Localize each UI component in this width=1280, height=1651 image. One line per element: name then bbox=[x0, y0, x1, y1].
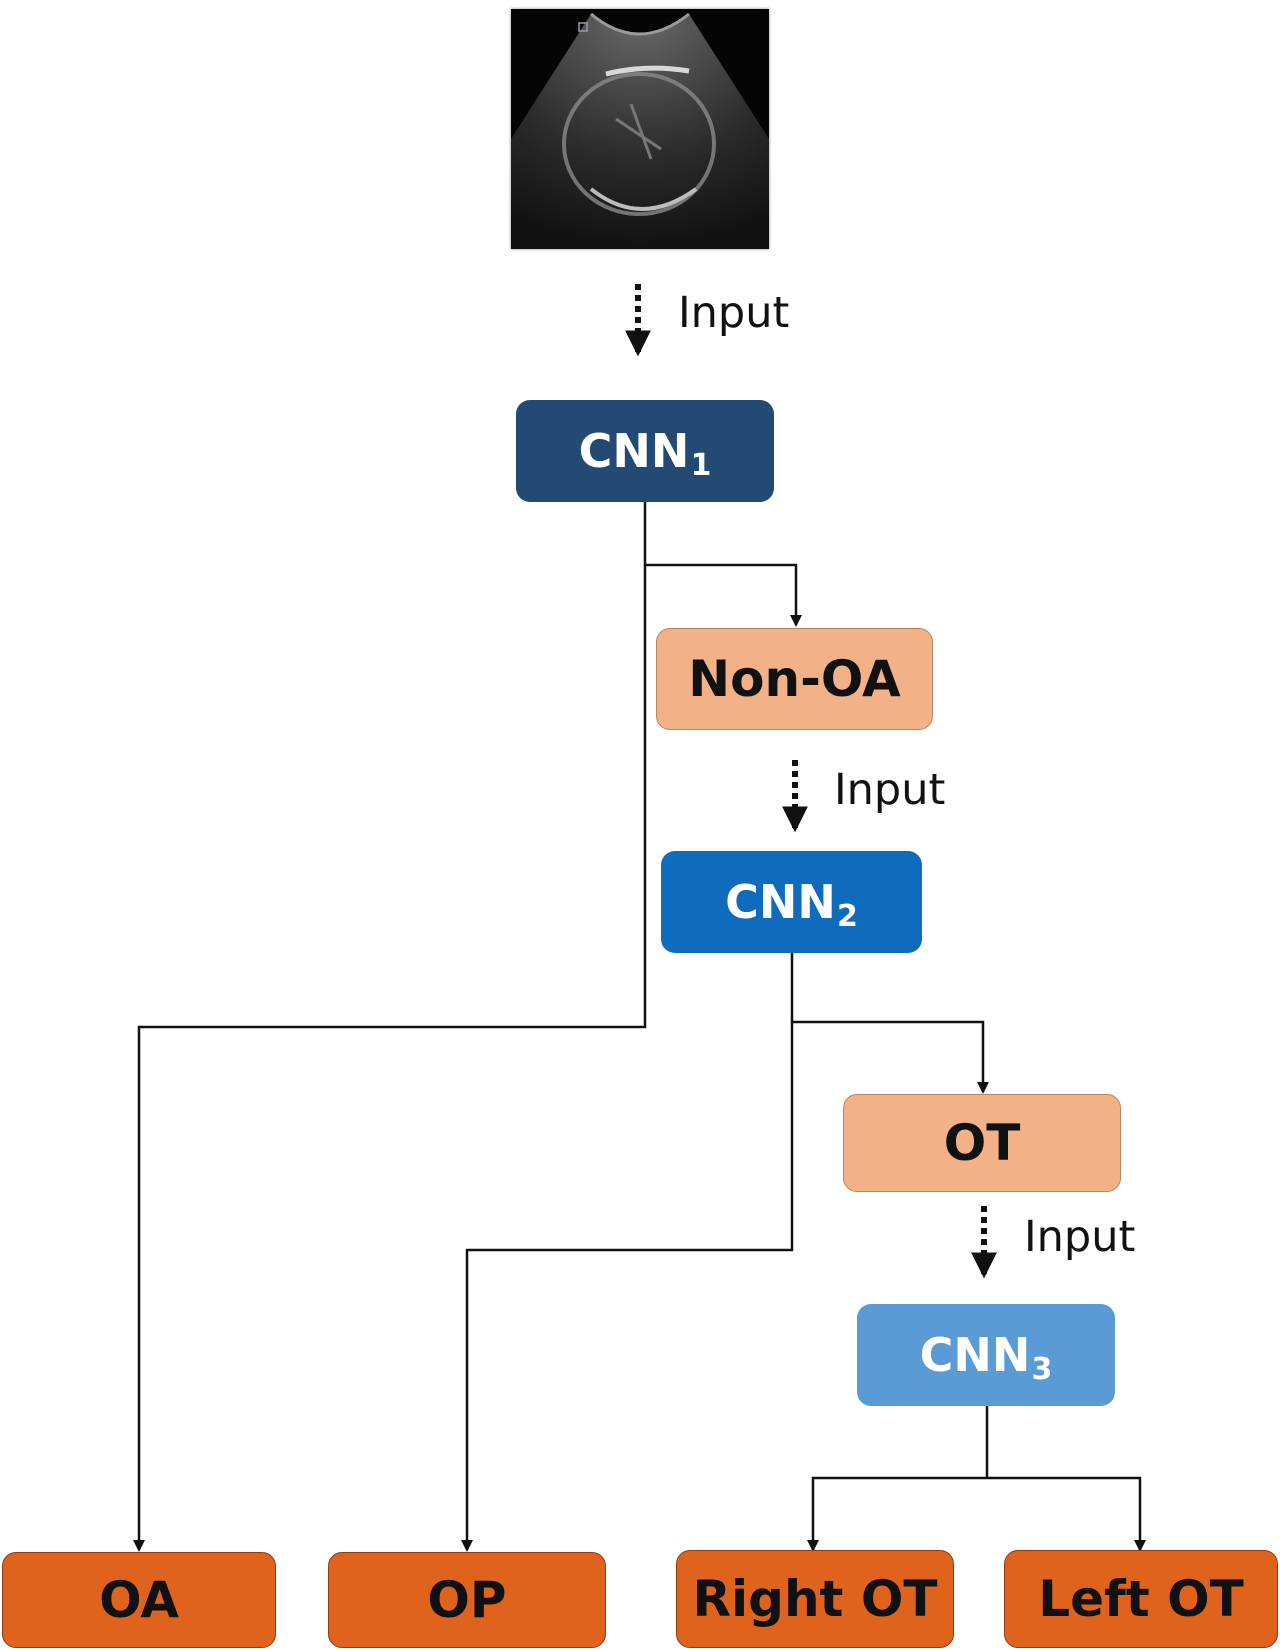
oa-output-node: OA bbox=[2, 1552, 276, 1648]
edge-cnn2-ot bbox=[790, 953, 989, 1094]
cnn3-label: CNN bbox=[919, 1328, 1031, 1382]
cnn1-subscript: 1 bbox=[690, 447, 712, 483]
cnn2-subscript: 2 bbox=[836, 898, 858, 934]
left-ot-output-node: Left OT bbox=[1004, 1550, 1278, 1648]
cnn2-label: CNN bbox=[725, 875, 836, 929]
input-label-1: Input bbox=[678, 288, 790, 338]
input-label-2: Input bbox=[834, 765, 946, 815]
input-label-3: Input bbox=[1024, 1212, 1136, 1262]
cnn1-label: CNN bbox=[578, 424, 690, 478]
cnn3-subscript: 3 bbox=[1031, 1351, 1053, 1387]
ultrasound-input-image bbox=[511, 9, 769, 249]
edge-cnn2-op bbox=[461, 1022, 794, 1552]
ultrasound-scan-icon bbox=[511, 12, 769, 249]
right-ot-output-node: Right OT bbox=[676, 1550, 954, 1648]
edge-cnn3-right-ot bbox=[807, 1476, 987, 1552]
op-output-node: OP bbox=[328, 1552, 606, 1648]
non-oa-node: Non-OA bbox=[656, 628, 933, 730]
edge-cnn1-oa bbox=[133, 565, 647, 1552]
ot-node: OT bbox=[843, 1094, 1121, 1192]
edge-cnn1-non-oa bbox=[643, 502, 802, 627]
edge-cnn3-left-ot bbox=[987, 1476, 1146, 1552]
